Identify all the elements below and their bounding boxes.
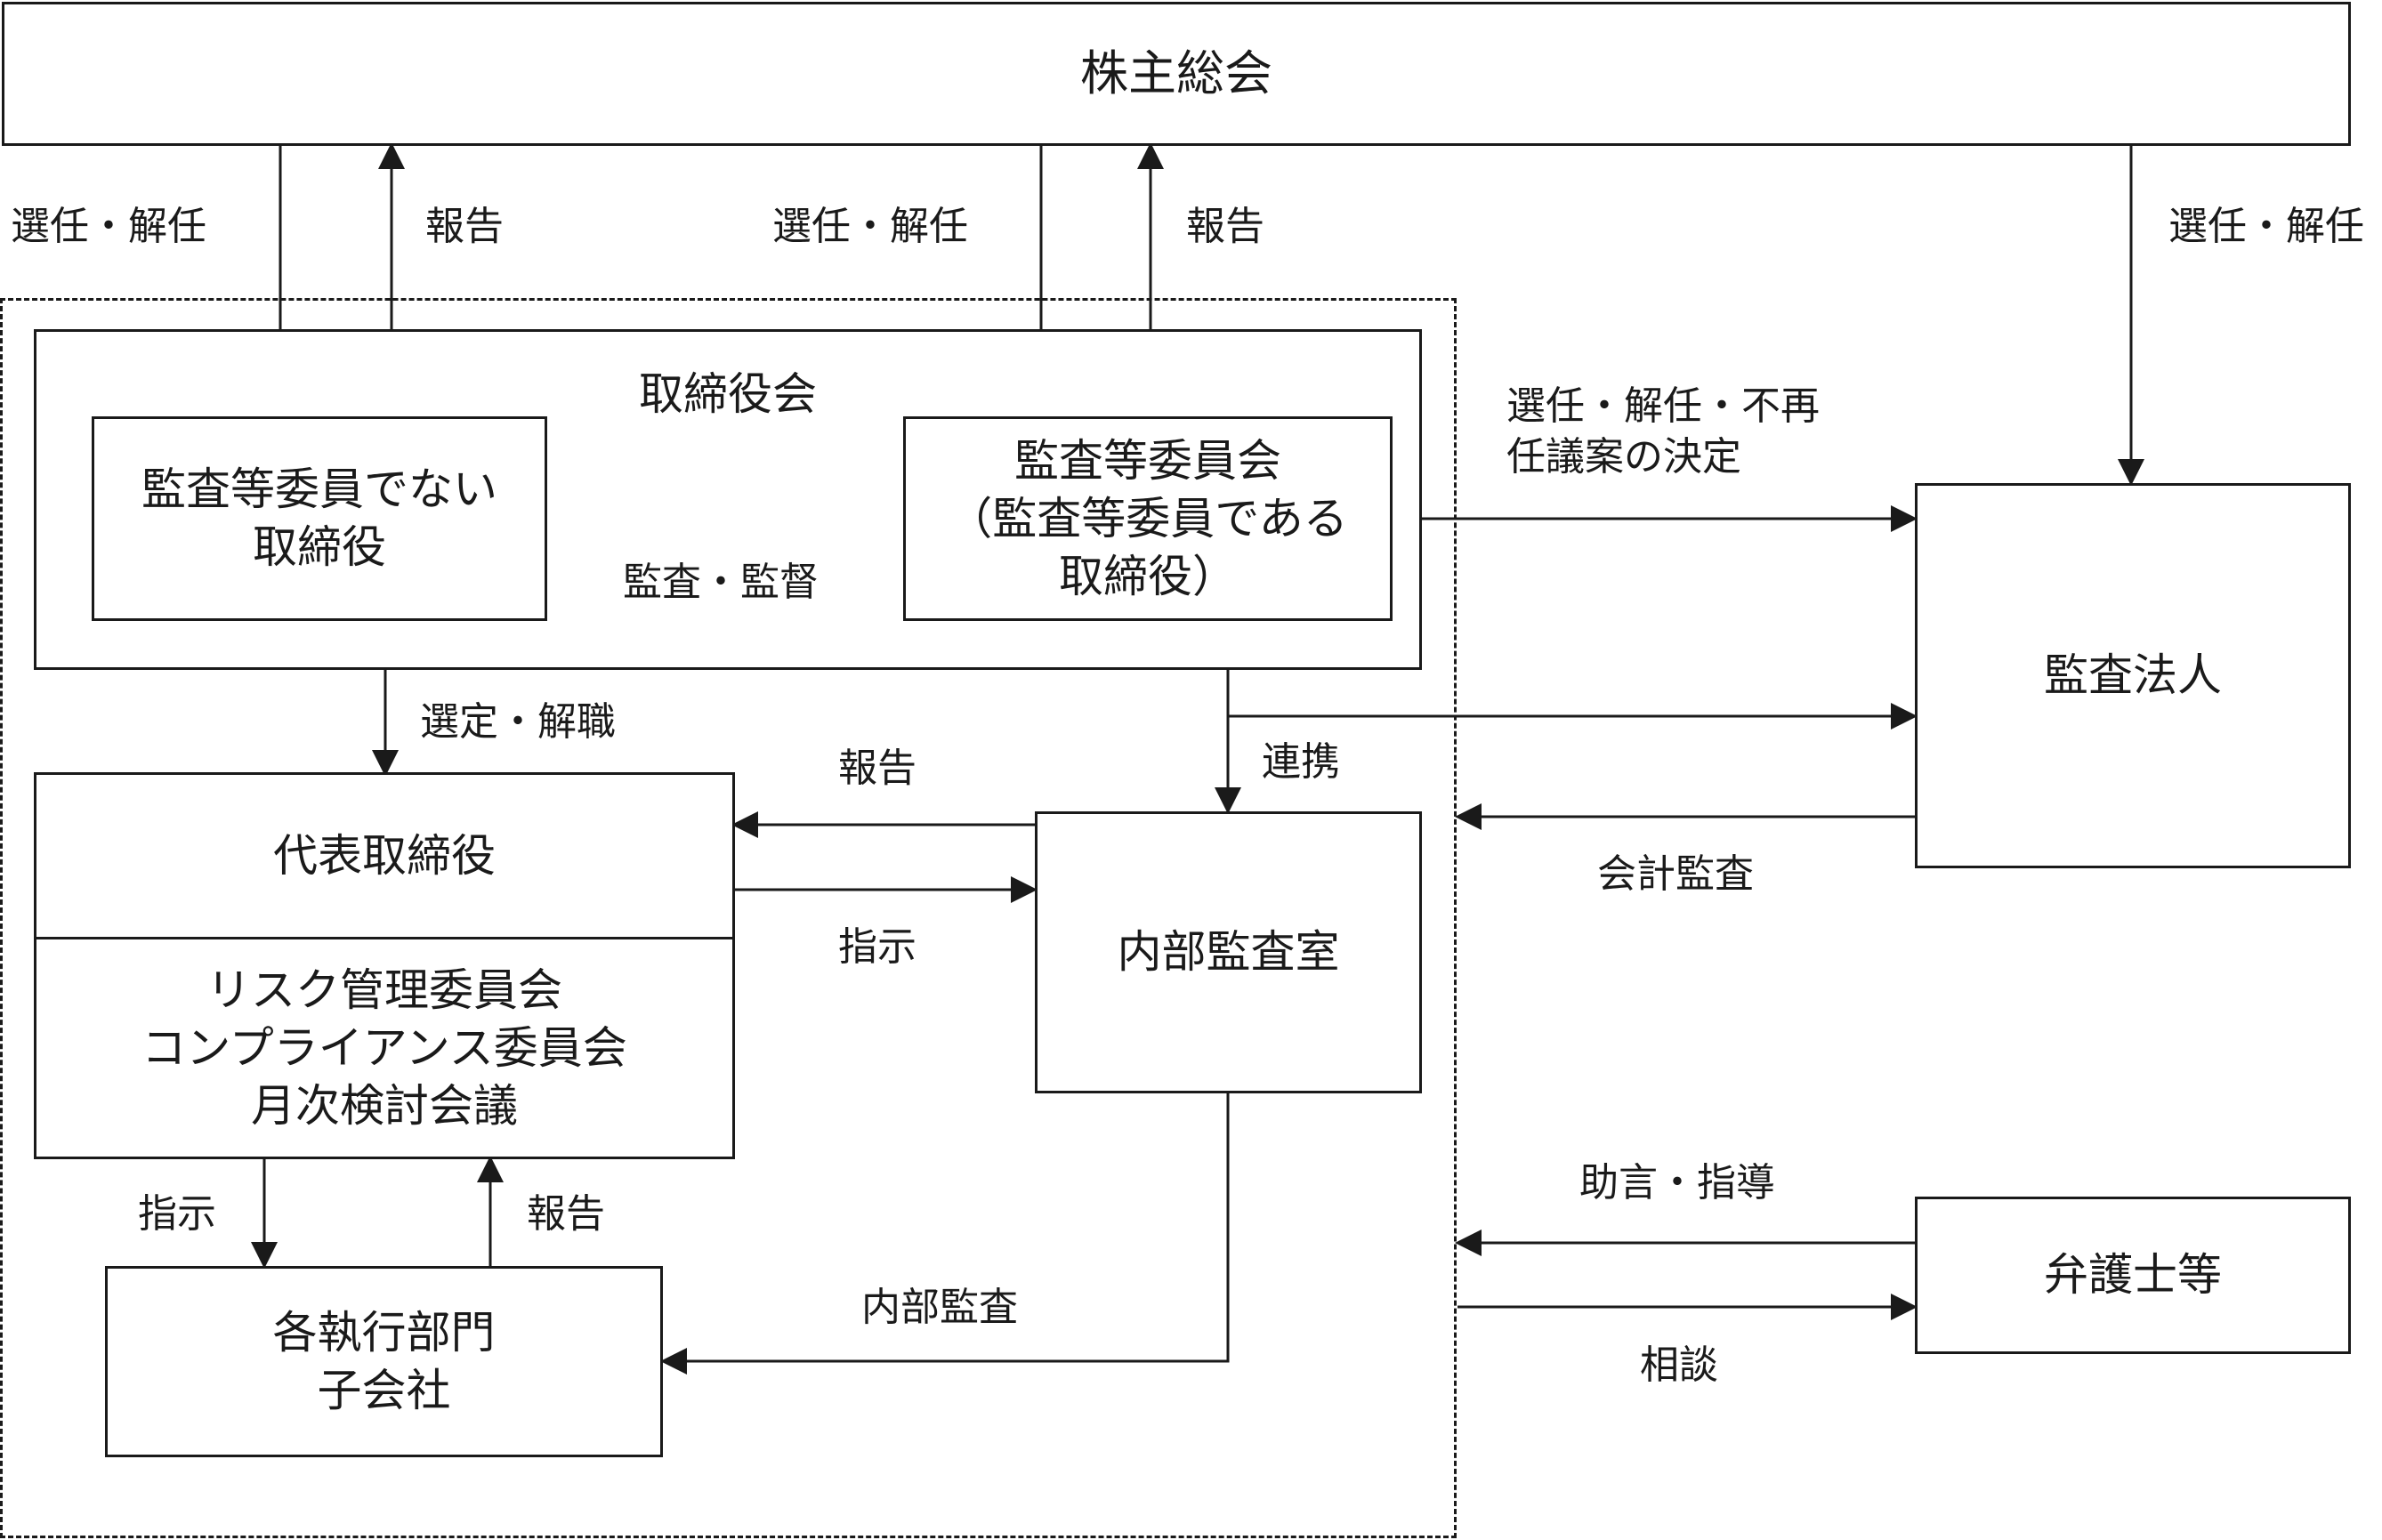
committees-list: リスク管理委員会 コンプライアンス委員会 月次検討会議 — [141, 964, 627, 1132]
auditor-firm-box: 監査法人 — [1915, 483, 2351, 868]
label-select-remove: 選定・解職 — [420, 699, 616, 745]
label-advice: 助言・指導 — [1579, 1160, 1775, 1205]
ceo-divider — [36, 937, 732, 939]
label-audit-supervise: 監査・監督 — [623, 560, 819, 605]
label-report-1: 報告 — [425, 204, 504, 249]
label-cooperation: 連携 — [1262, 739, 1340, 785]
label-report-3: 報告 — [838, 746, 916, 791]
label-elect-dismiss-3: 選任・解任 — [2168, 204, 2364, 249]
audit-committee-box: 監査等委員会 （監査等委員である 取締役） — [903, 416, 1393, 621]
label-report-4: 報告 — [527, 1191, 605, 1237]
label-consult: 相談 — [1640, 1342, 1718, 1388]
label-report-2: 報告 — [1186, 204, 1264, 249]
arrow-internal-audit — [660, 1093, 1230, 1375]
label-instruction-2: 指示 — [138, 1191, 216, 1237]
label-elect-dismiss-2: 選任・解任 — [772, 204, 968, 249]
board-title: 取締役会 — [639, 368, 817, 420]
lawyers-box: 弁護士等 — [1915, 1197, 2351, 1354]
ceo-title: 代表取締役 — [273, 829, 496, 882]
ceo-box: 代表取締役 リスク管理委員会 コンプライアンス委員会 月次検討会議 — [34, 772, 735, 1159]
internal-audit-box: 内部監査室 — [1035, 811, 1422, 1093]
departments-box: 各執行部門 子会社 — [105, 1266, 663, 1457]
label-internal-audit: 内部監査 — [861, 1285, 1018, 1330]
label-accounting-audit: 会計監査 — [1597, 851, 1754, 897]
non-audit-directors-box: 監査等委員でない 取締役 — [92, 416, 547, 621]
company-boundary — [0, 298, 1457, 1538]
label-nonreappoint: 選任・解任・不再 任議案の決定 — [1506, 383, 1820, 480]
label-instruction-1: 指示 — [838, 924, 916, 970]
label-elect-dismiss-1: 選任・解任 — [11, 204, 206, 249]
shareholders-box: 株主総会 — [2, 2, 2351, 146]
